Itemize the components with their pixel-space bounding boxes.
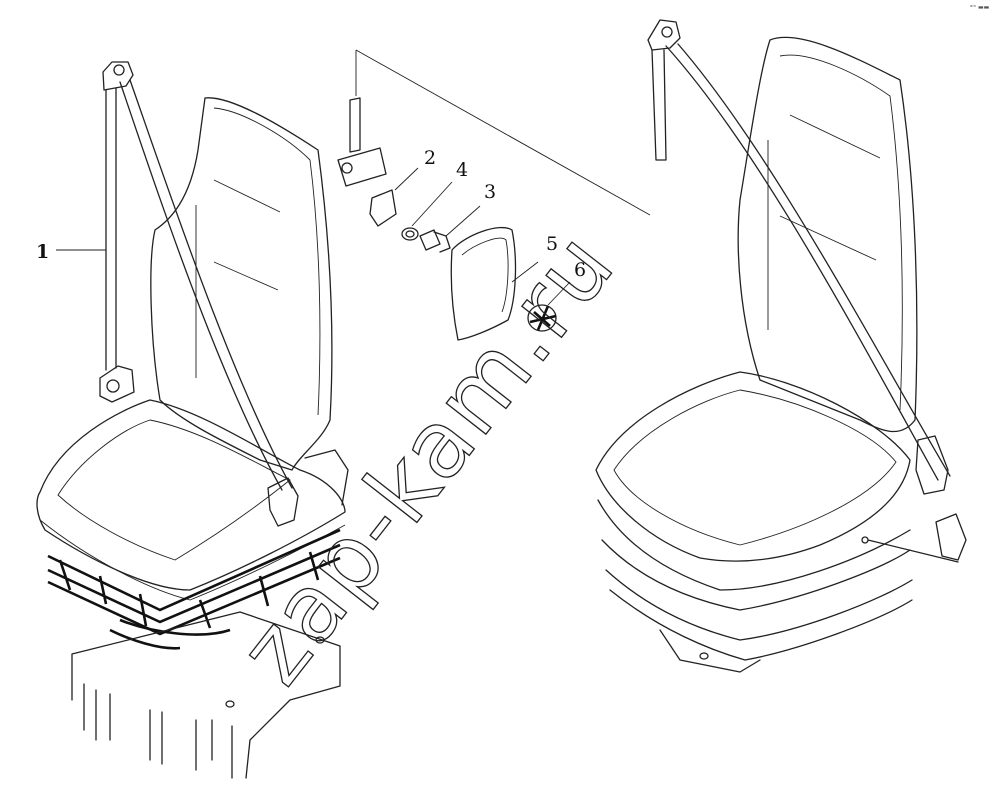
corner-mark: ᵃᵐ ▬▬	[970, 4, 990, 11]
right-belt-anchor	[647, 19, 681, 51]
left-belt-lower-buckle	[99, 365, 135, 403]
exploded-parts	[337, 49, 651, 341]
callouts: 1 2 3 4 5 6	[36, 147, 586, 281]
right-seat	[595, 19, 967, 673]
right-backrest	[737, 36, 918, 433]
part-5-cover	[450, 226, 517, 341]
part-6-knob	[527, 304, 557, 332]
left-seat-mechanism	[47, 528, 341, 636]
callout-1: 1	[36, 241, 49, 263]
left-belt-anchor	[102, 61, 134, 91]
left-backrest	[150, 97, 333, 471]
callout-3: 3	[484, 181, 496, 203]
callout-4: 4	[456, 159, 468, 181]
part-pin-mount	[337, 97, 387, 187]
left-belt-diagonal	[119, 79, 293, 491]
callout-6: 6	[574, 259, 586, 281]
callout-5: 5	[546, 233, 558, 255]
right-belt-diagonal	[665, 43, 951, 481]
left-seat-buckle	[267, 477, 299, 527]
left-seat-frame	[71, 611, 341, 779]
watermark: zap-kam.ru	[219, 213, 635, 704]
right-seat-buckle	[915, 435, 949, 495]
right-seat-base	[597, 499, 913, 661]
guide-line	[355, 49, 651, 216]
part-3-bolt	[419, 229, 451, 253]
part-2-clip	[369, 189, 397, 227]
left-belt-strap	[105, 87, 117, 371]
callout-2: 2	[424, 147, 436, 169]
left-seat-cushion	[36, 399, 346, 591]
left-seat	[36, 61, 349, 779]
right-seat-cushion	[595, 371, 911, 562]
part-4-washer	[401, 227, 419, 241]
